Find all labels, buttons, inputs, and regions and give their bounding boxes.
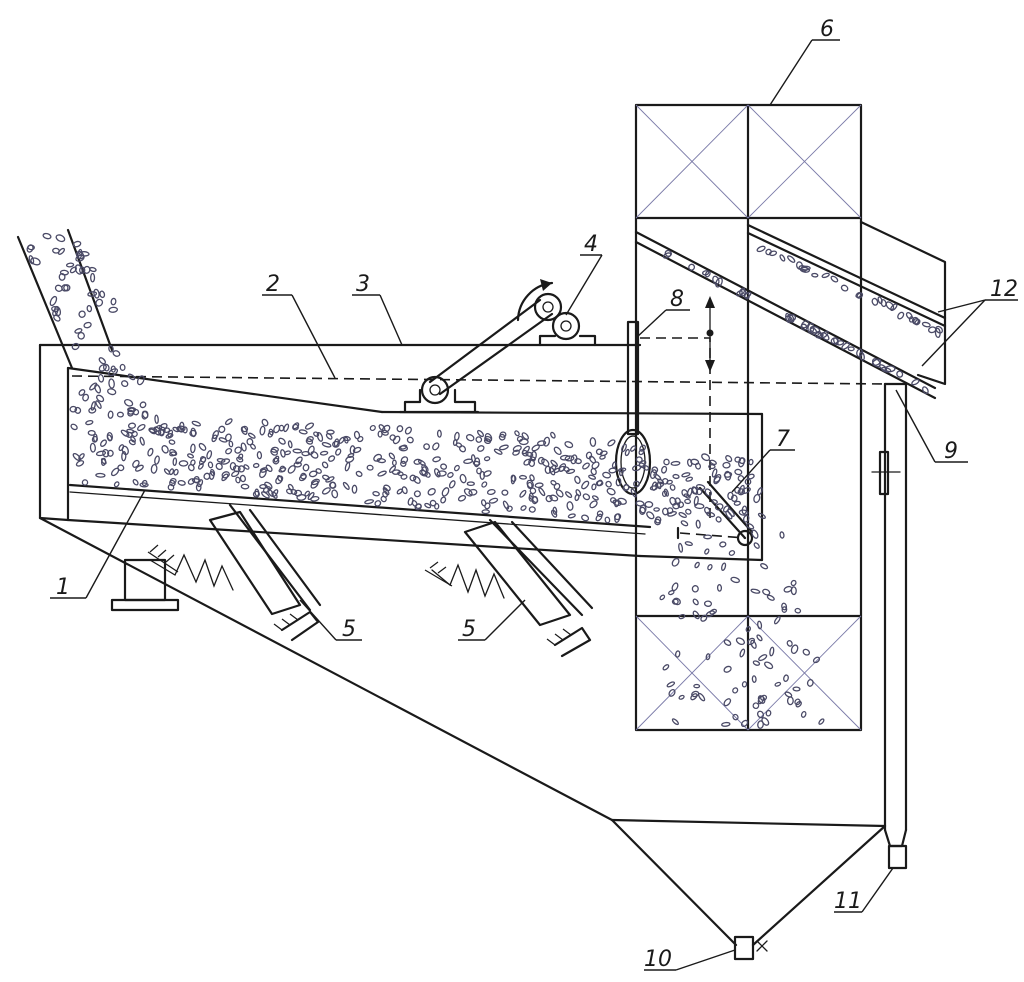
- discharge-pipe: [871, 382, 908, 870]
- callout-12: 12: [990, 277, 1018, 302]
- callout-3: 3: [356, 272, 370, 297]
- granular-material: [26, 232, 944, 729]
- feed-chute: [16, 228, 114, 370]
- foot-support: [110, 558, 180, 612]
- callout-6: 6: [820, 17, 834, 42]
- bottom-outlet: [733, 935, 768, 961]
- callout-9: 9: [944, 439, 958, 464]
- float-sensor: [614, 296, 715, 520]
- leader-lines: [50, 39, 1018, 971]
- callout-10: 10: [644, 947, 672, 972]
- callout-11: 11: [834, 889, 862, 914]
- callout-8: 8: [670, 287, 684, 312]
- callout-5-right: 5: [462, 617, 476, 642]
- gate-flap: [676, 480, 754, 547]
- callout-4: 4: [584, 232, 598, 257]
- level-line: [71, 375, 886, 385]
- callout-1: 1: [56, 575, 70, 600]
- drive-linkage: [398, 279, 597, 414]
- spring-support-right: [424, 518, 594, 658]
- callout-2: 2: [266, 272, 280, 297]
- spring-support-left: [147, 503, 322, 642]
- callout-labels: 1 2 3 4 5 5 6 7 8 9 10 11 12: [56, 17, 1018, 972]
- callout-5-left: 5: [342, 617, 356, 642]
- right-column: [634, 103, 863, 732]
- callout-7: 7: [776, 427, 790, 452]
